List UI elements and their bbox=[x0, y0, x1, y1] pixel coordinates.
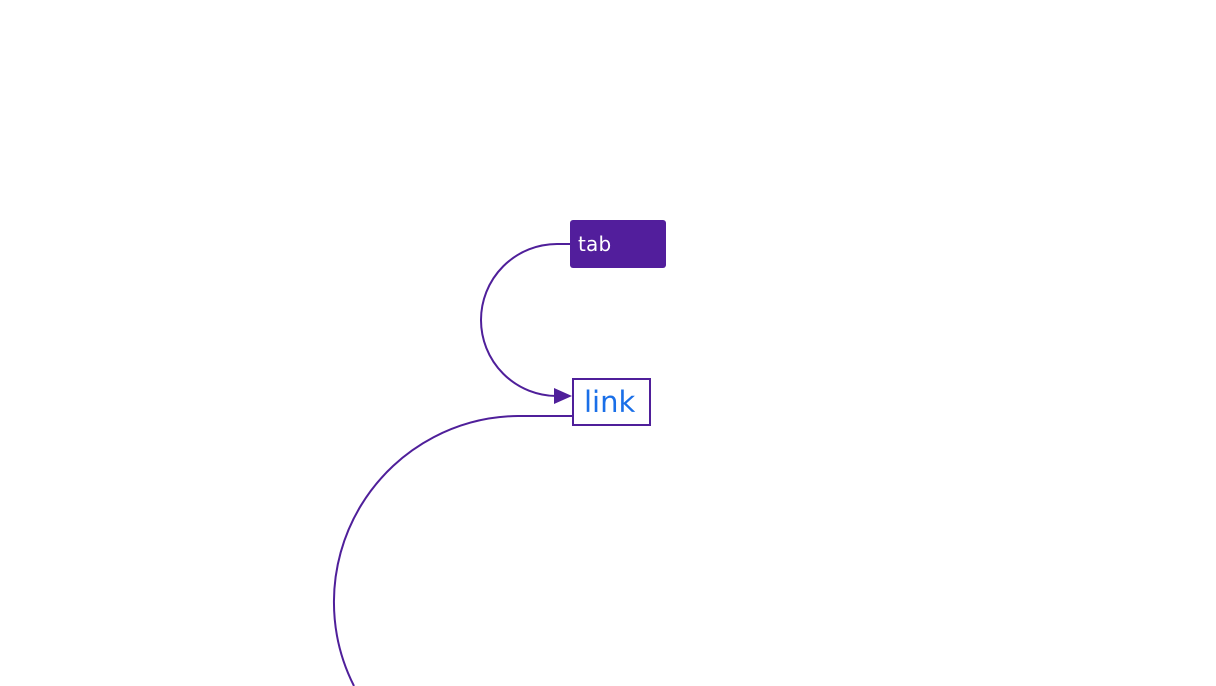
edge-tab-to-link bbox=[480, 243, 571, 397]
arrowhead-into-link bbox=[554, 388, 572, 404]
node-link[interactable]: link bbox=[572, 378, 651, 426]
node-tab-label: tab bbox=[578, 232, 612, 256]
node-link-label: link bbox=[584, 385, 636, 419]
node-tab[interactable]: tab bbox=[570, 220, 666, 268]
edge-from-link bbox=[332, 415, 573, 686]
